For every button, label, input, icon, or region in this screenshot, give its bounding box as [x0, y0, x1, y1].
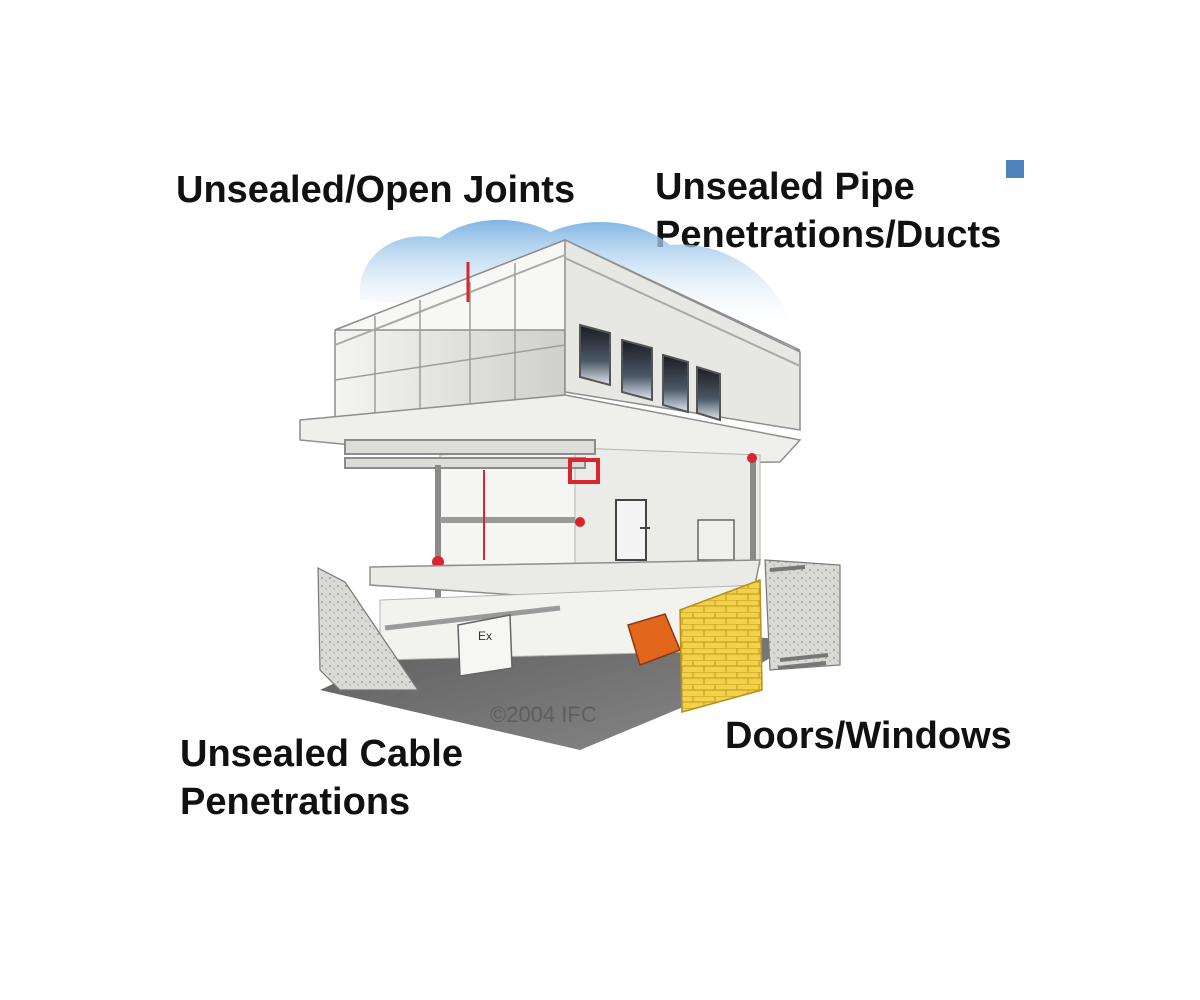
label-pipe-line-1: Unsealed Pipe [655, 166, 915, 208]
panel-sign-text: Ex [478, 629, 492, 643]
earth-left [317, 567, 420, 691]
roof-fascia-right [564, 257, 801, 367]
earth-right [764, 559, 841, 671]
roof-fascia [334, 254, 566, 346]
label-unsealed-open-joints: Unsealed/Open Joints [176, 169, 576, 211]
label-cable-line-2: Penetrations [180, 781, 411, 823]
bullet-square-marker [1006, 160, 1024, 178]
label-cable-line-1: Unsealed Cable [180, 733, 463, 775]
equipment-unit [697, 519, 735, 561]
copyright-watermark: ©2004 IFC [490, 702, 597, 727]
label-unsealed-pipe-penetrations: Unsealed Pipe Penetrations/Ducts [655, 163, 1001, 259]
electrical-panel [457, 614, 513, 677]
boiler-unit [627, 613, 681, 666]
duct-seal [568, 458, 600, 484]
interior-door [615, 499, 647, 561]
upper-windows [579, 323, 721, 422]
label-unsealed-cable-penetrations: Unsealed Cable Penetrations [180, 730, 463, 826]
panel-joints [334, 263, 566, 415]
label-pipe-line-2: Penetrations/Ducts [655, 214, 1002, 256]
brick-wall [679, 578, 763, 713]
label-doors-windows: Doors/Windows [725, 715, 1012, 757]
basement-pipe [384, 605, 561, 631]
ceiling-ducts [344, 439, 596, 469]
external-pipes [769, 565, 829, 670]
